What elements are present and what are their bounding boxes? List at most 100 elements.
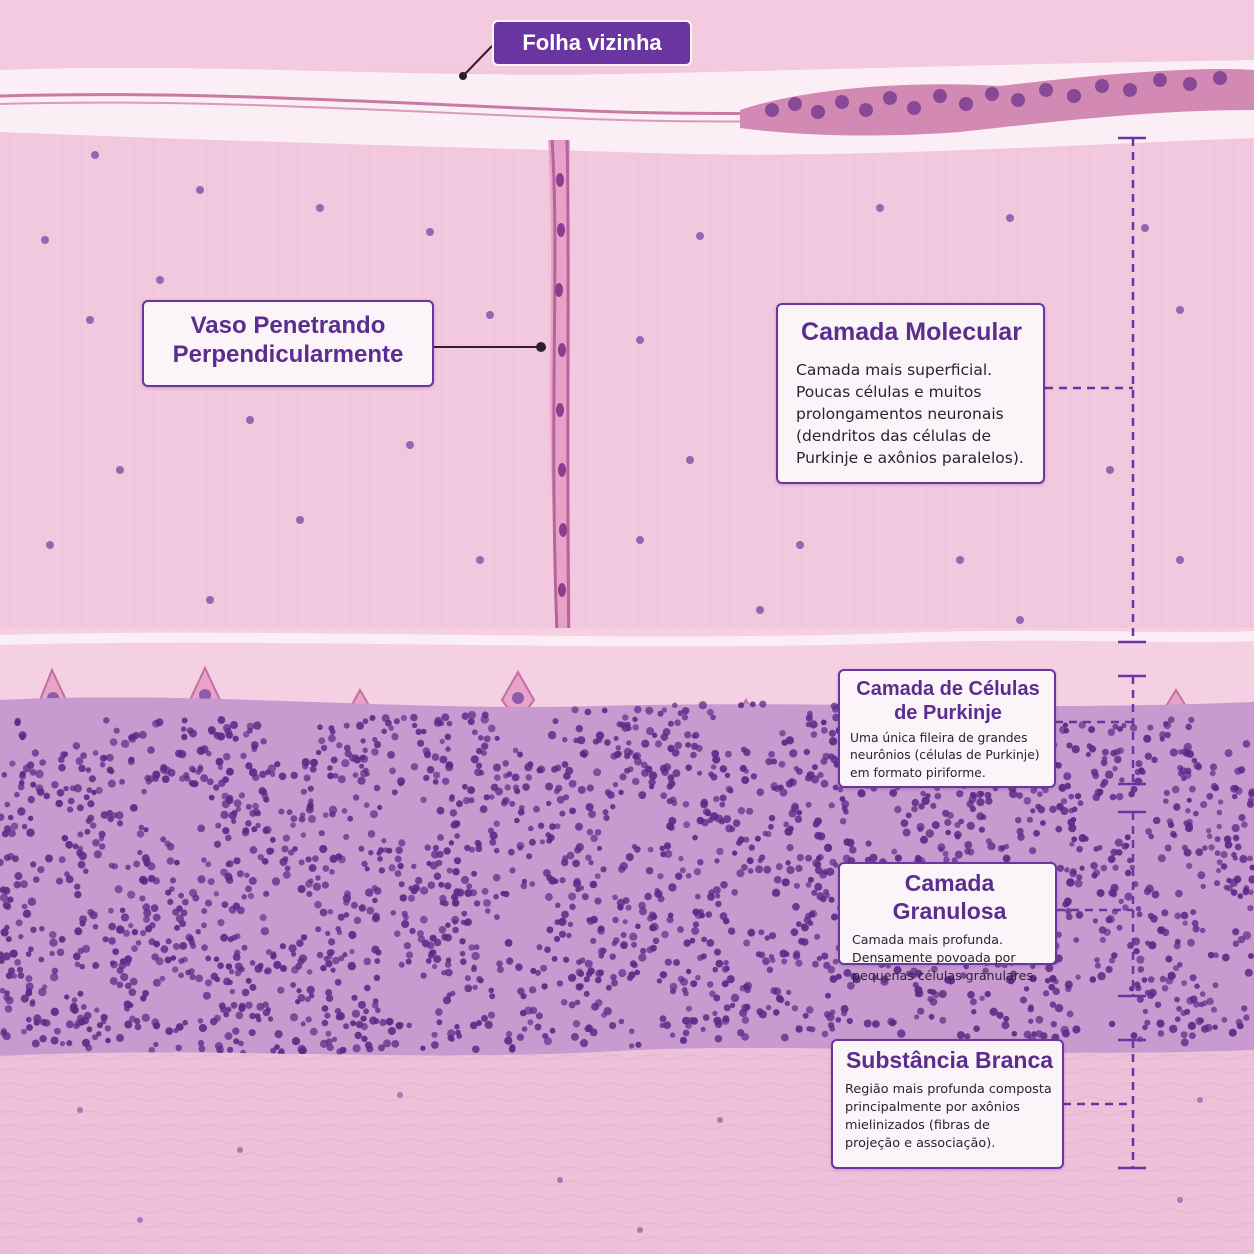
granule-nucleus bbox=[631, 843, 638, 850]
granule-nucleus bbox=[512, 747, 519, 754]
granular-layer-title: Camada Granulosa bbox=[892, 870, 1007, 924]
granule-nucleus bbox=[828, 802, 835, 809]
granule-nucleus bbox=[1040, 1032, 1048, 1040]
granule-nucleus bbox=[232, 1027, 240, 1035]
granule-nucleus bbox=[1244, 968, 1253, 977]
granule-nucleus bbox=[490, 783, 499, 792]
granule-nucleus bbox=[305, 856, 312, 863]
granule-nucleus bbox=[39, 1035, 47, 1043]
white-matter-desc-line: principalmente por axônios bbox=[845, 1099, 1020, 1115]
granule-nucleus bbox=[378, 1044, 385, 1052]
granule-nucleus bbox=[268, 847, 275, 854]
granule-nucleus bbox=[917, 826, 924, 832]
granule-nucleus bbox=[324, 1012, 331, 1019]
granule-nucleus bbox=[1220, 851, 1228, 859]
granule-nucleus bbox=[7, 852, 15, 860]
granule-nucleus bbox=[338, 955, 345, 962]
granule-nucleus bbox=[1161, 928, 1170, 937]
granule-nucleus bbox=[814, 866, 823, 875]
granule-nucleus bbox=[483, 899, 491, 907]
granule-nucleus bbox=[143, 858, 151, 866]
granule-nucleus bbox=[1136, 955, 1145, 964]
granule-nucleus bbox=[161, 775, 170, 783]
granule-nucleus bbox=[746, 807, 754, 815]
granule-nucleus bbox=[25, 951, 32, 957]
granule-nucleus bbox=[661, 930, 669, 939]
granule-nucleus bbox=[263, 890, 270, 897]
granule-nucleus bbox=[22, 909, 32, 918]
granule-nucleus bbox=[712, 966, 719, 973]
granule-nucleus bbox=[27, 897, 37, 906]
granule-nucleus bbox=[353, 916, 362, 925]
granule-nucleus bbox=[0, 893, 9, 902]
granule-nucleus bbox=[1055, 825, 1063, 833]
granule-nucleus bbox=[429, 861, 438, 870]
granule-nucleus bbox=[149, 922, 156, 929]
granule-nucleus bbox=[362, 747, 368, 753]
granule-nucleus bbox=[1088, 745, 1097, 753]
granule-nucleus bbox=[85, 818, 92, 824]
granule-nucleus bbox=[410, 763, 419, 771]
granule-nucleus bbox=[298, 1048, 305, 1055]
granule-nucleus bbox=[1247, 905, 1254, 912]
granule-nucleus bbox=[795, 921, 802, 927]
granule-nucleus bbox=[372, 897, 378, 904]
granule-nucleus bbox=[213, 840, 222, 848]
granule-nucleus bbox=[824, 892, 830, 899]
granule-nucleus bbox=[626, 974, 634, 982]
granule-nucleus bbox=[55, 799, 63, 808]
granule-nucleus bbox=[918, 803, 925, 810]
granule-nucleus bbox=[1096, 889, 1105, 898]
granule-nucleus bbox=[580, 749, 589, 758]
granule-nucleus bbox=[165, 889, 172, 896]
granule-nucleus bbox=[617, 904, 624, 911]
granule-nucleus bbox=[401, 920, 410, 928]
granule-nucleus bbox=[546, 800, 552, 807]
granule-nucleus bbox=[578, 885, 585, 891]
granule-nucleus bbox=[278, 808, 285, 815]
granule-nucleus bbox=[1168, 716, 1175, 723]
granule-nucleus bbox=[50, 1007, 59, 1016]
granule-nucleus bbox=[615, 745, 621, 751]
granule-nucleus bbox=[398, 780, 404, 787]
granule-nucleus bbox=[471, 870, 478, 877]
granule-nucleus bbox=[521, 1026, 528, 1032]
granule-nucleus bbox=[176, 905, 183, 912]
granule-nucleus bbox=[517, 987, 525, 995]
granule-nucleus bbox=[307, 785, 314, 792]
granule-nucleus bbox=[1066, 878, 1075, 887]
granule-nucleus bbox=[1231, 824, 1240, 833]
granule-nucleus bbox=[709, 990, 716, 998]
granule-nucleus bbox=[1089, 976, 1097, 983]
granule-nucleus bbox=[1210, 782, 1219, 791]
granule-nucleus bbox=[20, 994, 29, 1003]
granule-nucleus bbox=[290, 951, 297, 957]
granule-nucleus bbox=[381, 838, 387, 844]
granule-nucleus bbox=[347, 961, 356, 971]
granule-nucleus bbox=[245, 1001, 253, 1009]
granule-nucleus bbox=[891, 848, 898, 855]
granule-nucleus bbox=[524, 763, 533, 772]
granule-nucleus bbox=[431, 1041, 439, 1049]
granule-nucleus bbox=[1137, 966, 1145, 973]
granule-nucleus bbox=[894, 805, 902, 814]
granule-nucleus bbox=[289, 1013, 299, 1022]
granule-nucleus bbox=[140, 929, 147, 937]
granule-nucleus bbox=[741, 776, 750, 785]
granule-nucleus bbox=[1110, 890, 1118, 898]
granule-nucleus bbox=[832, 784, 839, 791]
granule-nucleus bbox=[462, 783, 468, 790]
granule-nucleus bbox=[394, 870, 402, 877]
granule-nucleus bbox=[788, 809, 797, 818]
granule-nucleus bbox=[245, 803, 252, 810]
granule-nucleus bbox=[1191, 919, 1199, 927]
granule-nucleus bbox=[152, 913, 161, 922]
granule-nucleus bbox=[274, 1044, 280, 1050]
granule-nucleus bbox=[165, 1027, 174, 1035]
granule-nucleus bbox=[692, 834, 698, 841]
granule-nucleus bbox=[309, 765, 317, 773]
granule-nucleus bbox=[201, 908, 208, 914]
granule-nucleus bbox=[713, 795, 720, 803]
granule-nucleus bbox=[1164, 731, 1171, 739]
